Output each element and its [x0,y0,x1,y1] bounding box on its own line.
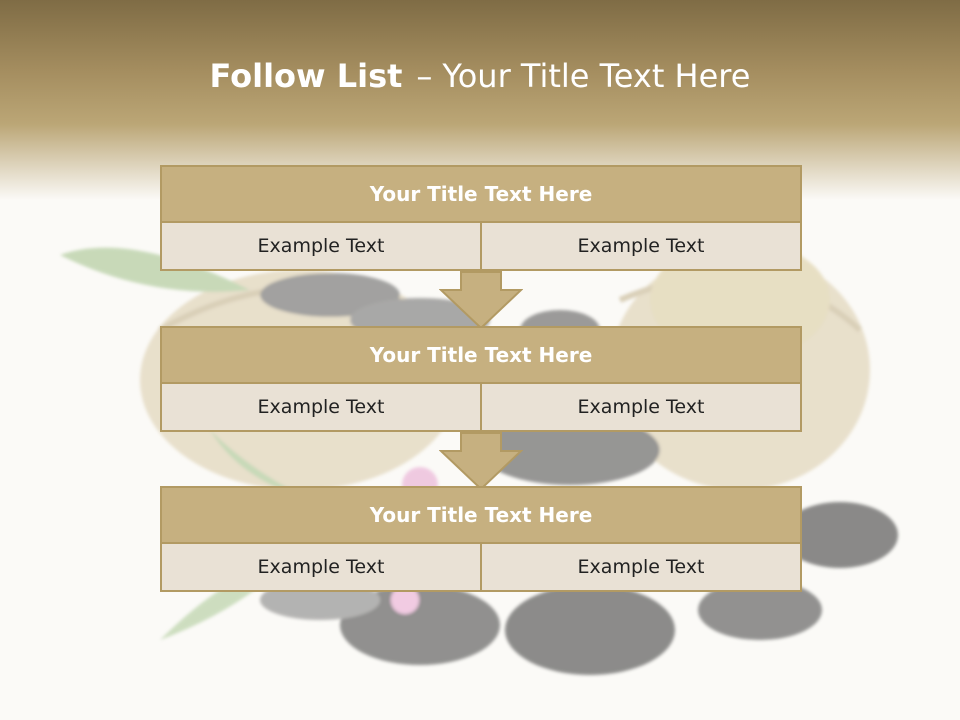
title-bold-part: Follow List [209,57,403,95]
flow-box-right-text: Example Text [480,542,802,592]
down-arrow-icon [439,271,523,330]
flow-box-right-text: Example Text [480,221,802,271]
flow-box-title: Your Title Text Here [160,165,802,223]
flow-box-title: Your Title Text Here [160,326,802,384]
flow-box-left-text: Example Text [160,382,482,432]
flow-box-2: Your Title Text Here Example Text Exampl… [160,326,802,432]
title-separator: – [416,57,433,95]
flow-box-1: Your Title Text Here Example Text Exampl… [160,165,802,271]
slide-title: Follow List–Your Title Text Here [0,52,960,100]
flow-box-title: Your Title Text Here [160,486,802,544]
flow-box-left-text: Example Text [160,221,482,271]
down-arrow-icon [439,432,523,491]
flow-box-right-text: Example Text [480,382,802,432]
title-rest: Your Title Text Here [442,57,751,95]
flow-box-left-text: Example Text [160,542,482,592]
flow-box-3: Your Title Text Here Example Text Exampl… [160,486,802,592]
